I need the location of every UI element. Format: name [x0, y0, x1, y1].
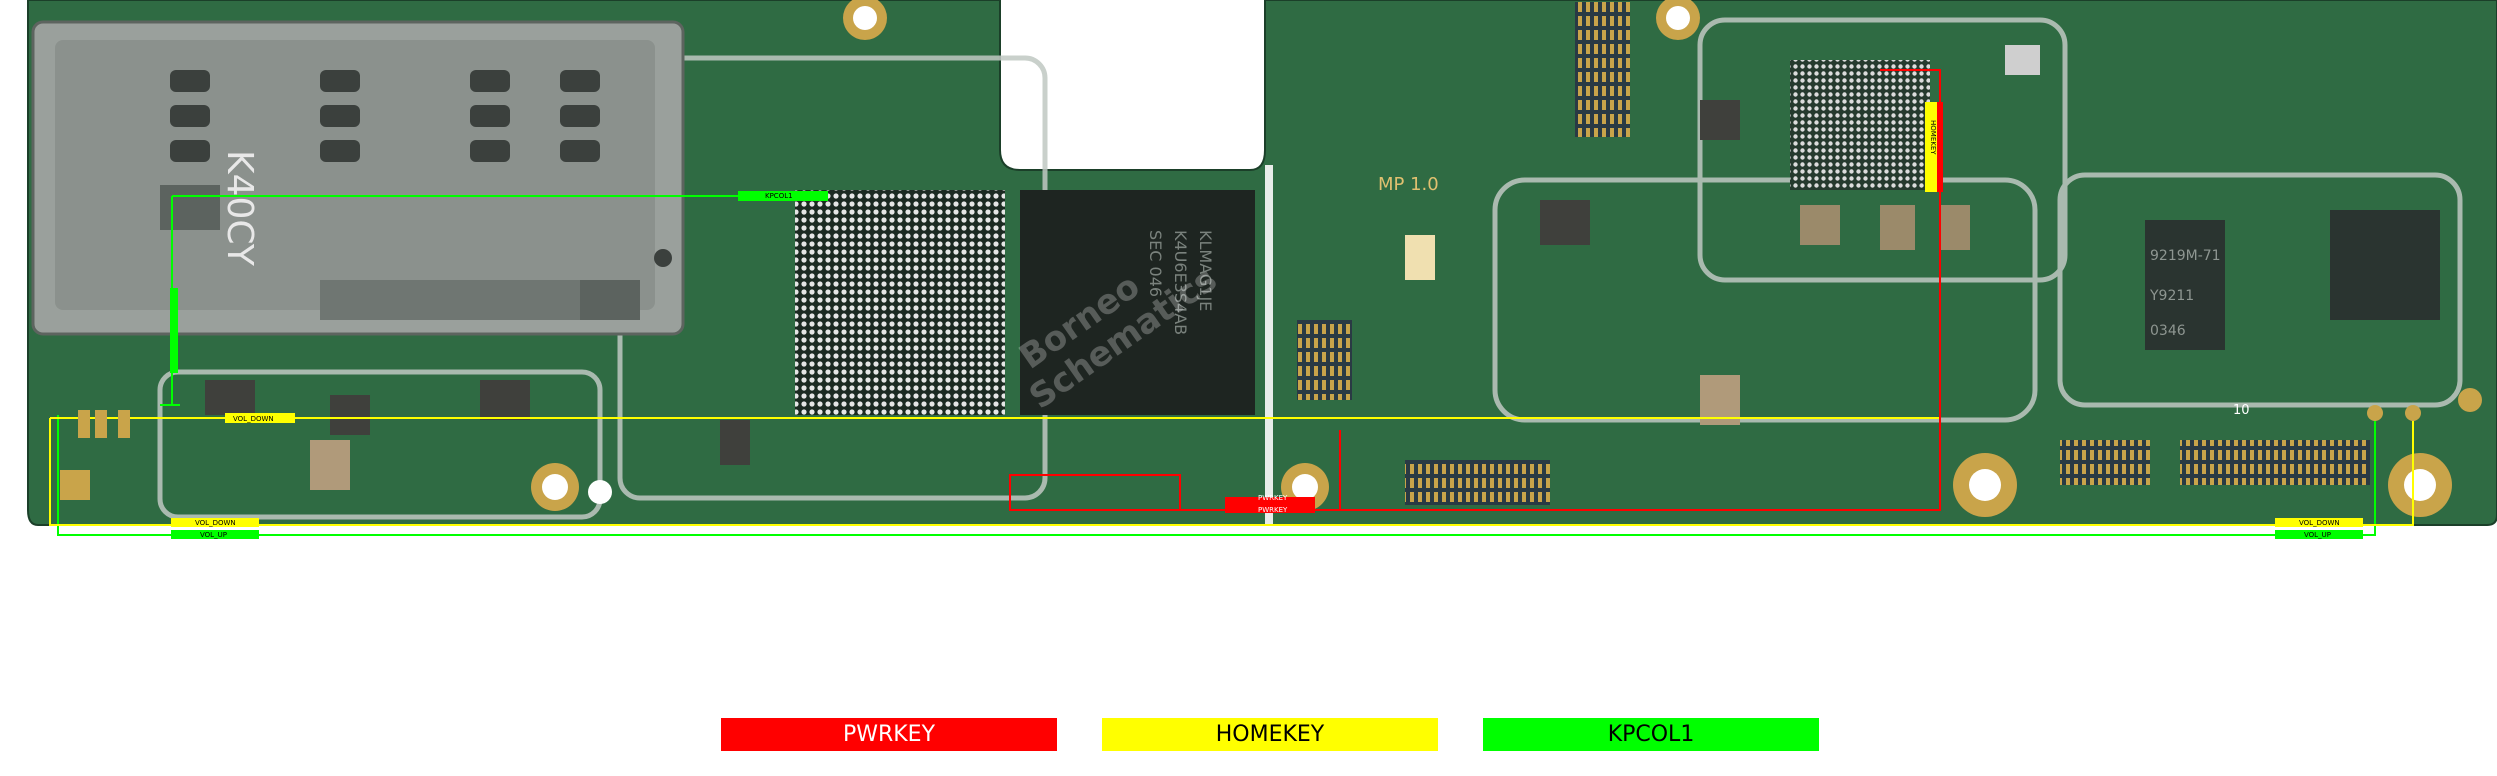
label-vol-down-1: VOL_DOWN	[233, 415, 274, 423]
sim-card-tray: K40CY	[31, 20, 685, 336]
svg-text:K4U6E3S4AB: K4U6E3S4AB	[1171, 230, 1190, 335]
label-vol-down-2: VOL_DOWN	[195, 519, 236, 527]
pwrkey-pad-bar	[1225, 497, 1315, 513]
label-pwrkey-1: PWRKEY	[1258, 494, 1288, 502]
label-vol-up-2: VOL_UP	[2304, 531, 2331, 539]
memory-chip: SEC 046 K4U6E3S4AB KLMAG1JE	[1020, 190, 1255, 415]
label-pwrkey-2: PWRKEY	[1258, 506, 1288, 514]
legend-kpcol1-label: KPCOL1	[1607, 722, 1695, 747]
silk-mp10: MP 1.0	[1378, 174, 1439, 195]
transceiver-chip	[2330, 210, 2440, 320]
connectors	[1297, 2, 2370, 505]
svg-text:KLMAG1JE: KLMAG1JE	[1196, 230, 1215, 311]
legend-homekey-label: HOMEKEY	[1215, 722, 1325, 747]
pwrkey-trace	[1009, 69, 1941, 511]
svg-text:9219M-71: 9219M-71	[2150, 248, 2221, 264]
silk-k40cy: K40CY	[219, 150, 260, 267]
legend-kpcol1: KPCOL1	[1483, 718, 1819, 751]
legend-pwrkey-label: PWRKEY	[842, 722, 936, 747]
homekey-vertical-label: HOMEKEY	[1929, 120, 1937, 155]
passive-components	[205, 45, 2040, 490]
kpcol1-pad-bar-h	[738, 191, 828, 201]
net-labels: VOL_DOWN VOL_DOWN VOL_UP VOL_DOWN VOL_UP…	[171, 192, 2363, 539]
kpcol1-pad-bar-v	[170, 288, 178, 373]
svg-text:0346: 0346	[2150, 323, 2186, 339]
board-split-line	[1265, 165, 1273, 525]
label-kpcol1: KPCOL1	[765, 192, 793, 200]
rf-chip: 9219M-71 Y9211 0346	[2145, 220, 2225, 350]
sim-eject-hole	[654, 249, 672, 267]
svg-text:SEC 046: SEC 046	[1146, 230, 1165, 297]
svg-text:Y9211: Y9211	[2149, 288, 2194, 304]
mounting-holes	[542, 6, 2436, 504]
silk-10: 10	[2233, 403, 2250, 418]
label-vol-up-1: VOL_UP	[200, 531, 227, 539]
legend-pwrkey: PWRKEY	[721, 718, 1057, 751]
label-vol-down-3: VOL_DOWN	[2299, 519, 2340, 527]
test-points	[78, 405, 2421, 438]
pmic-bga-chip	[1790, 60, 1930, 190]
legend-homekey: HOMEKEY	[1102, 718, 1438, 751]
soc-bga-chip	[795, 190, 1005, 415]
